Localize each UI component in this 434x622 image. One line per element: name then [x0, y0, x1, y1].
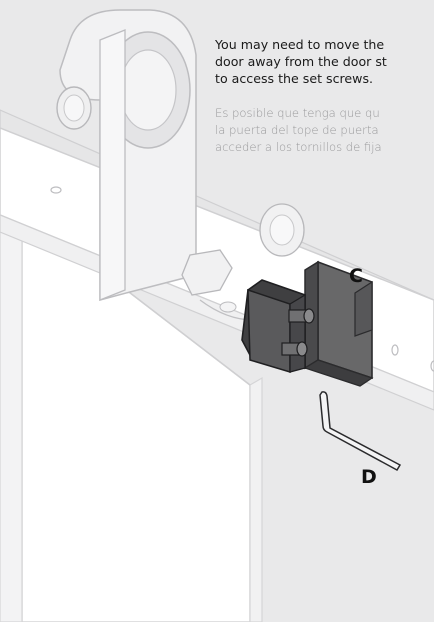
callout-d: D — [361, 466, 377, 488]
hex-key — [319, 391, 402, 472]
callout-c: C — [349, 265, 363, 287]
instruction-text: You may need to move the door away from … — [215, 36, 434, 156]
set-screw-block — [241, 279, 315, 374]
hanger-strap — [56, 9, 197, 301]
instruction-spanish: Es posible que tenga que qu la puerta de… — [215, 106, 382, 154]
instruction-english: You may need to move the door away from … — [215, 37, 387, 86]
